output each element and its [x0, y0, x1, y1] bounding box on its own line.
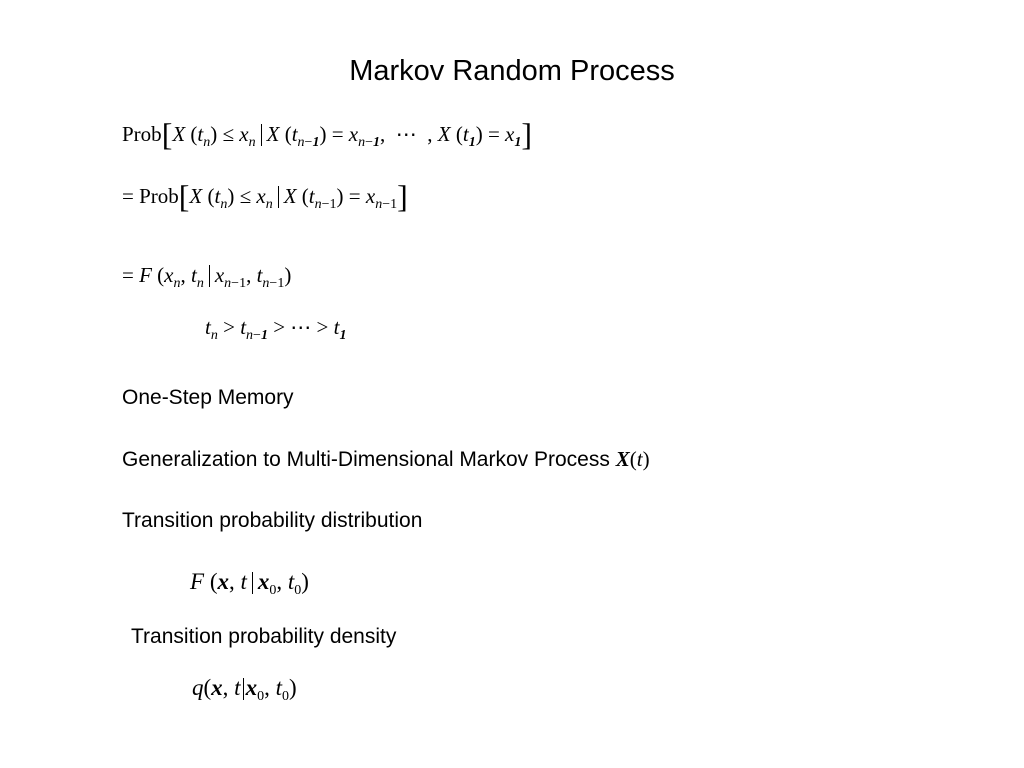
equation-4: tn > tn−1 > ⋯ > t1: [205, 315, 347, 343]
generalization-text: Generalization to Multi-Dimensional Mark…: [122, 448, 610, 471]
transition-density-label: Transition probability density: [131, 625, 397, 648]
one-step-memory-label: One-Step Memory: [122, 386, 294, 409]
transition-distribution-label: Transition probability distribution: [122, 509, 423, 532]
slide-title: Markov Random Process: [349, 55, 675, 87]
generalization-symbol: X(t): [615, 447, 650, 471]
generalization-line: Generalization to Multi-Dimensional Mark…: [122, 448, 650, 472]
